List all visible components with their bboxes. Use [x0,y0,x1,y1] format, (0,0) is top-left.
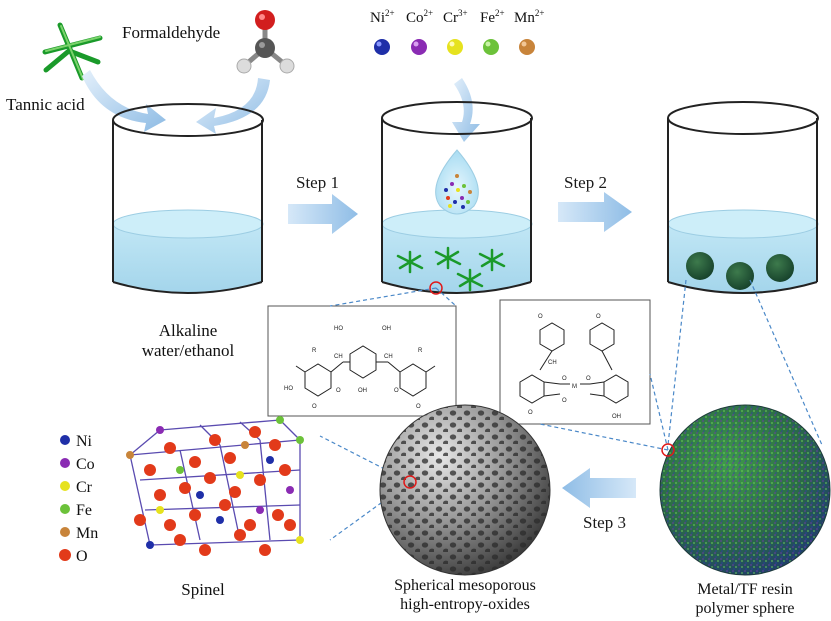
zoom-marker-resin [661,443,675,457]
oxide-label-line1: Spherical mesoporous [394,577,536,594]
svg-text:R: R [418,348,423,354]
svg-text:O: O [528,410,533,416]
svg-text:O: O [596,314,601,320]
legend-item-mn: Mn [60,525,98,542]
tannic-acid-label: Tannic acid [6,95,85,114]
ion-co: Co2+ [406,8,433,55]
ion-ni: Ni2+ [370,8,395,55]
svg-text:O: O [416,404,421,410]
legend-item-fe: Fe [60,502,92,519]
svg-text:CH: CH [384,354,393,360]
svg-text:M: M [572,384,577,390]
legend-o-swatch [59,549,71,561]
legend-item-cr: Cr [60,479,93,496]
ion-cr-dot [447,39,463,55]
svg-text:OH: OH [382,326,391,332]
svg-text:Cr: Cr [76,479,93,496]
svg-text:HO: HO [334,326,343,332]
ions-arrow-icon [452,78,480,142]
svg-text:O: O [336,388,341,394]
ion-fe-dot [483,39,499,55]
step1-label: Step 1 [296,173,339,192]
svg-text:Cr3+: Cr3+ [443,8,468,26]
element-legend: Ni Co Cr Fe Mn O [59,433,98,565]
metal-ions-row: Ni2+ Co2+ Cr3+ Fe2+ Mn2+ [370,8,544,55]
resin-label-line1: Metal/TF resin [697,581,793,598]
step3-label: Step 3 [583,513,626,532]
svg-text:O: O [312,404,317,410]
svg-text:CH: CH [334,354,343,360]
svg-text:OH: OH [612,414,621,420]
tannin-formaldehyde-structure-box: HO OH CH CH R R OH HO O O O O [267,305,457,417]
legend-ni-swatch [60,435,70,445]
zoom-marker-beaker2 [429,281,443,295]
zoom-marker-oxide [403,475,417,489]
tannic-acid-complexes-icon [396,246,506,292]
step2-arrow-icon [558,192,632,232]
ion-mn-dot [519,39,535,55]
step3-arrow-icon [562,468,636,508]
ion-mn: Mn2+ [514,8,544,55]
tannic-acid-arrow-icon [82,70,166,132]
svg-text:HO: HO [284,386,293,392]
legend-co-swatch [60,458,70,468]
svg-text:R: R [312,348,317,354]
svg-text:O: O [76,548,88,565]
spinel-label: Spinel [181,580,225,599]
svg-text:Mn: Mn [76,525,98,542]
svg-text:O: O [562,376,567,382]
svg-text:O: O [562,398,567,404]
svg-text:O: O [586,376,591,382]
formaldehyde-label: Formaldehyde [122,23,220,42]
svg-text:O: O [538,314,543,320]
ion-co-dot [411,39,427,55]
svg-text:Mn2+: Mn2+ [514,8,544,26]
legend-mn-swatch [60,527,70,537]
svg-text:CH: CH [548,360,557,366]
svg-text:Co: Co [76,456,95,473]
legend-cr-swatch [60,481,70,491]
svg-text:Fe2+: Fe2+ [480,8,505,26]
formaldehyde-molecule-icon [236,10,295,74]
legend-fe-swatch [60,504,70,514]
formaldehyde-arrow-icon [196,78,270,134]
solvent-label-line2: water/ethanol [142,341,235,360]
solvent-label-line1: Alkaline [159,321,218,340]
svg-text:Ni2+: Ni2+ [370,8,395,26]
metal-coordination-structure-box: CH M O O O OH O O O [499,299,651,425]
ion-ni-dot [374,39,390,55]
svg-text:Fe: Fe [76,502,92,519]
oxide-label-line2: high-entropy-oxides [400,596,530,613]
svg-text:OH: OH [358,388,367,394]
step2-label: Step 2 [564,173,607,192]
svg-text:Ni: Ni [76,433,93,450]
legend-item-o: O [59,548,88,565]
step1-arrow-icon [288,194,358,234]
svg-text:Co2+: Co2+ [406,8,433,26]
metal-ion-droplet-icon [435,149,479,215]
beaker-1 [112,103,264,294]
resin-polymer-sphere [659,404,831,576]
beaker-3 [667,101,819,294]
svg-text:O: O [394,388,399,394]
mesoporous-oxide-sphere [379,404,551,576]
tannic-acid-molecule-icon [42,22,103,81]
spinel-crystal-structure [126,416,304,556]
legend-item-co: Co [60,456,95,473]
legend-item-ni: Ni [60,433,93,450]
ion-fe: Fe2+ [480,8,505,55]
resin-label-line2: polymer sphere [695,600,794,617]
ion-cr: Cr3+ [443,8,468,55]
